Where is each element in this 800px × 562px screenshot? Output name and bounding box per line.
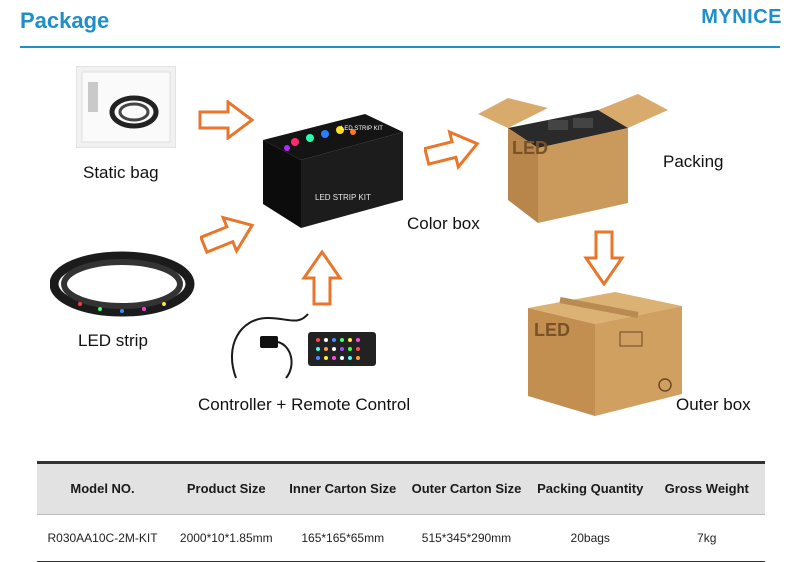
brand-logo: MYNICE (701, 6, 782, 28)
cell-packing-qty: 20bags (532, 514, 649, 562)
cell-inner-carton: 165*165*65mm (284, 514, 401, 562)
cell-model: R030AA10C-2M-KIT (37, 514, 169, 562)
packing-carton-image: LED (478, 94, 668, 223)
led-strip-image (50, 251, 195, 317)
color-box-side-print: LED STRIP KIT (315, 193, 371, 202)
header-outer-carton: Outer Carton Size (400, 461, 532, 515)
arrow-up-right-icon (200, 215, 255, 255)
cell-outer-carton: 515*345*290mm (400, 514, 532, 562)
header-packing-qty: Packing Quantity (532, 461, 649, 515)
arrow-down-icon (583, 230, 625, 286)
package-spec-table: Model NO. Product Size Inner Carton Size… (37, 461, 765, 562)
page-title: Package (20, 8, 110, 33)
led-strip-label: LED strip (78, 331, 148, 350)
color-box-label: Color box (407, 214, 480, 233)
outer-box-label: Outer box (676, 395, 751, 414)
outer-box-image: LED (528, 292, 682, 416)
packing-carton-print: LED (512, 138, 548, 158)
static-bag-label: Static bag (83, 163, 159, 182)
arrow-right-icon (198, 100, 254, 140)
table-row: R030AA10C-2M-KIT 2000*10*1.85mm 165*165*… (37, 514, 765, 562)
header-product-size: Product Size (168, 461, 285, 515)
table-header-row: Model NO. Product Size Inner Carton Size… (37, 461, 765, 515)
arrow-up-icon (301, 250, 343, 306)
static-bag-image (76, 66, 176, 148)
cell-gross-weight: 7kg (648, 514, 765, 562)
arrow-right-to-packing-icon (424, 129, 480, 171)
outer-box-print: LED (534, 320, 570, 340)
header-divider (20, 46, 780, 48)
cell-product-size: 2000*10*1.85mm (168, 514, 285, 562)
header-model: Model NO. (37, 461, 169, 515)
packing-label: Packing (663, 152, 724, 171)
color-box-image: LED STRIP KIT LED STRIP KIT (263, 114, 403, 228)
header-inner-carton: Inner Carton Size (284, 461, 401, 515)
header-gross-weight: Gross Weight (648, 461, 765, 515)
controller-remote-image (231, 313, 376, 379)
controller-label: Controller + Remote Control (198, 395, 411, 414)
color-box-lid-print: LED STRIP KIT (341, 126, 383, 132)
